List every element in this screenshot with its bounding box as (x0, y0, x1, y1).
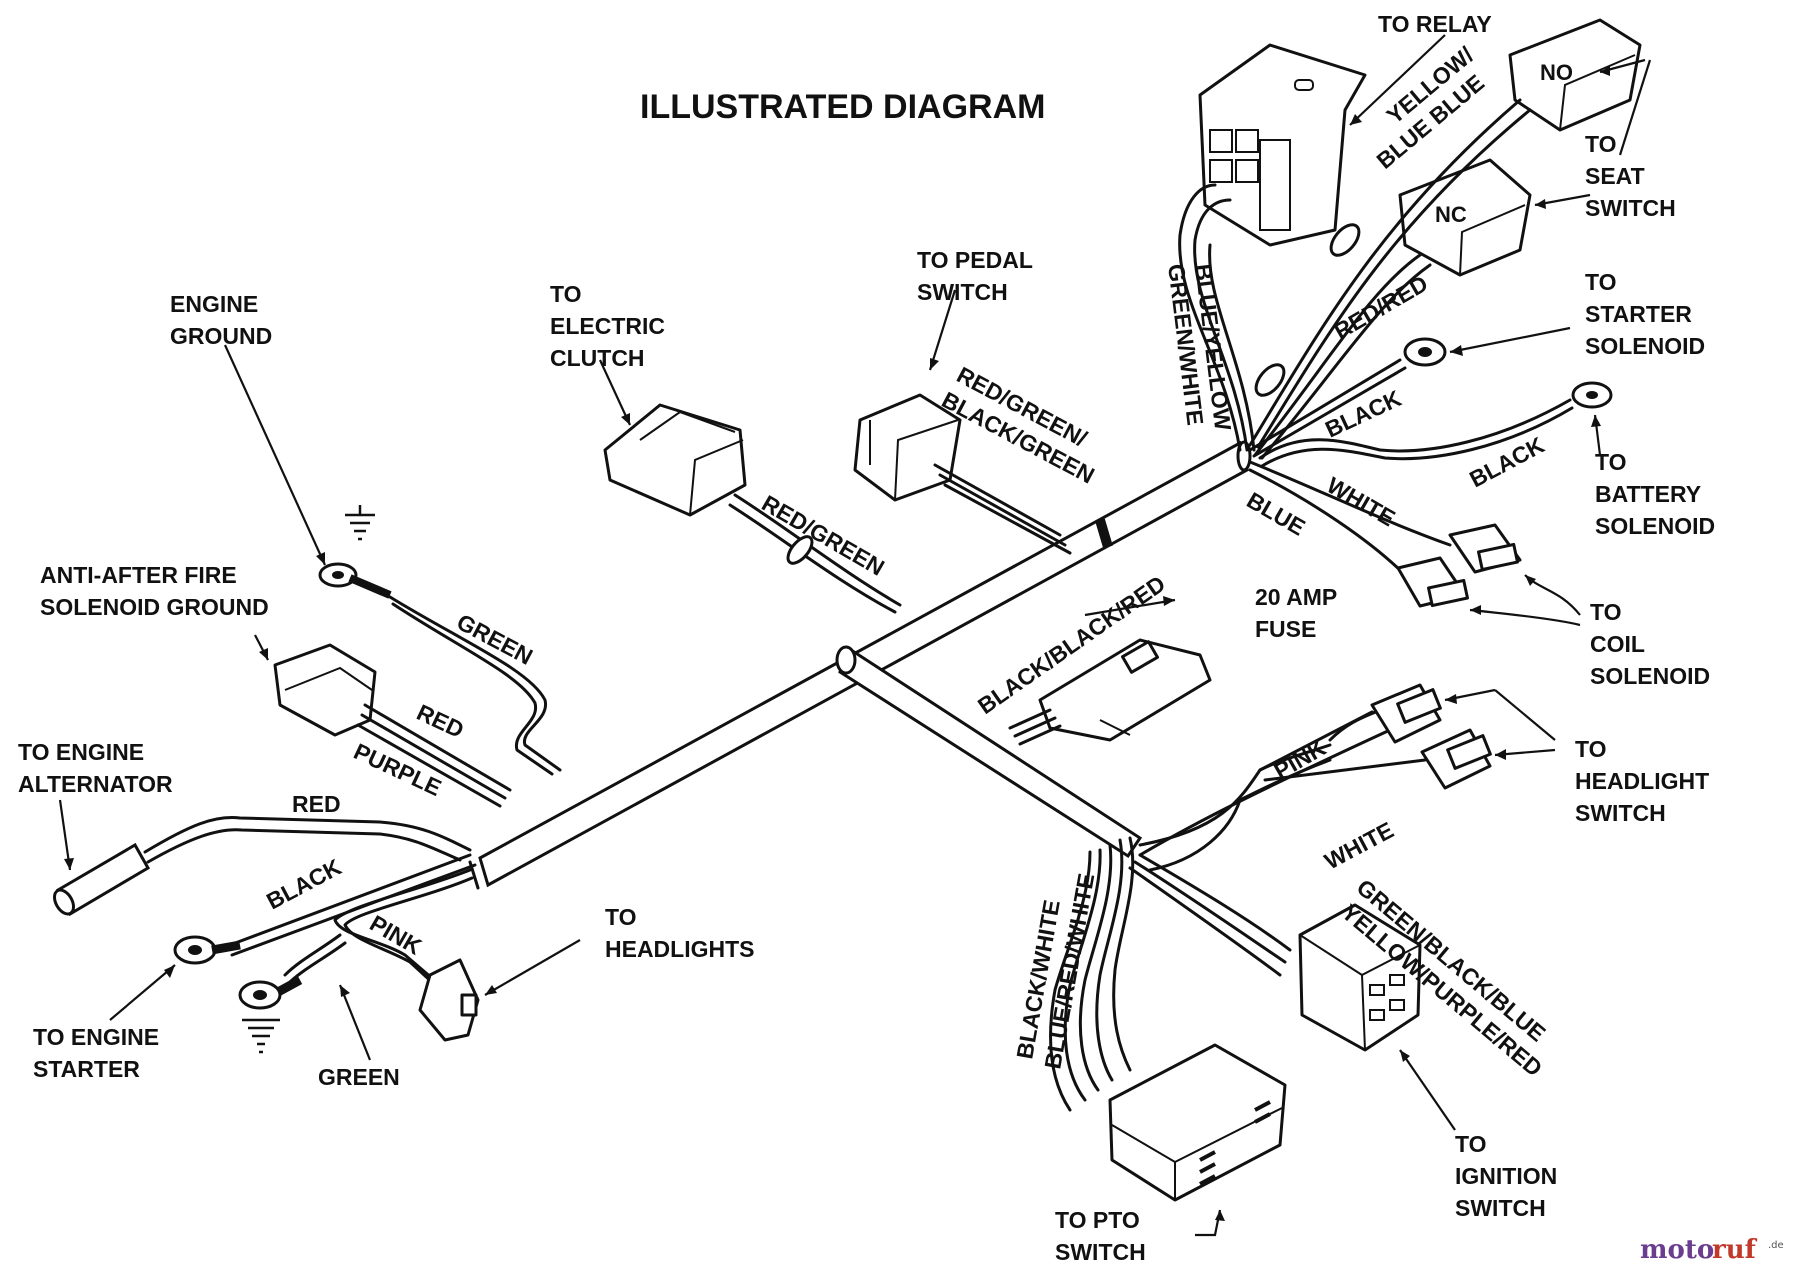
label-engine-ground-2: GROUND (170, 323, 272, 349)
label-anti-2: SOLENOID GROUND (40, 594, 269, 620)
label-to-pto-2: SWITCH (1055, 1239, 1146, 1265)
anti-after-fire-connector (273, 643, 377, 737)
label-to-clutch-2: ELECTRIC (550, 313, 665, 339)
label-fuse-1: 20 AMP (1255, 584, 1337, 610)
label-engine-ground-1: ENGINE (170, 291, 258, 317)
coil-terminal-2 (1396, 556, 1469, 608)
label-to-pedal-1: TO PEDAL (917, 247, 1033, 273)
leader-arrows (58, 34, 1652, 1237)
ground-symbol-2 (242, 1018, 280, 1054)
engine-ground-terminal (318, 562, 392, 599)
label-anti-1: ANTI-AFTER FIRE (40, 562, 237, 588)
label-to-seat-2: SEAT (1585, 163, 1645, 189)
label-to-starter-2: STARTER (1585, 301, 1692, 327)
label-to-coil-3: SOLENOID (1590, 663, 1710, 689)
headlight-switch-terminal-2 (1420, 728, 1492, 790)
label-to-ignition-2: IGNITION (1455, 1163, 1557, 1189)
label-to-headlights-1: TO (605, 904, 637, 930)
label-to-relay: TO RELAY (1378, 11, 1492, 37)
headlight-connector (418, 958, 480, 1042)
watermark-suffix: .de (1768, 1240, 1784, 1251)
ground-symbol-1 (345, 505, 375, 541)
label-to-headlights-2: HEADLIGHTS (605, 936, 755, 962)
label-to-headlight-sw-3: SWITCH (1575, 800, 1666, 826)
headlight-switch-terminal-1 (1370, 683, 1442, 744)
nc-text: NC (1435, 202, 1467, 227)
label-to-seat-3: SWITCH (1585, 195, 1676, 221)
label-to-battery-2: BATTERY (1595, 481, 1701, 507)
pto-switch-connector (1108, 1043, 1287, 1202)
label-to-alt-1: TO ENGINE (18, 739, 144, 765)
label-to-clutch-3: CLUTCH (550, 345, 645, 371)
label-to-headlight-sw-1: TO (1575, 736, 1607, 762)
label-white-2: WHITE (1320, 817, 1398, 875)
label-fuse-2: FUSE (1255, 616, 1316, 642)
main-harness (468, 440, 1252, 890)
label-red-red: RED/RED (1330, 270, 1433, 344)
label-to-ignition-3: SWITCH (1455, 1195, 1546, 1221)
electric-clutch-connector (603, 403, 747, 517)
label-to-alt-2: ALTERNATOR (18, 771, 173, 797)
label-to-coil-2: COIL (1590, 631, 1645, 657)
label-to-battery-3: SOLENOID (1595, 513, 1715, 539)
watermark-part2: ruf (1712, 1235, 1758, 1265)
label-white-1: WHITE (1323, 472, 1400, 532)
watermark: moto ruf .de (1640, 1235, 1784, 1265)
label-to-pedal-2: SWITCH (917, 279, 1008, 305)
green-ground-terminal (238, 976, 303, 1010)
label-to-starter-eng-1: TO ENGINE (33, 1024, 159, 1050)
label-to-pto-1: TO PTO (1055, 1207, 1140, 1233)
label-to-ignition-1: TO (1455, 1131, 1487, 1157)
label-pink-1: PINK (366, 910, 427, 960)
label-to-starter-eng-2: STARTER (33, 1056, 140, 1082)
label-blue: BLUE (1243, 487, 1310, 541)
coil-terminal-1 (1448, 523, 1522, 574)
alternator-connector (53, 842, 151, 917)
label-to-seat-1: TO (1585, 131, 1617, 157)
seat-switch-nc-connector: NC (1398, 158, 1532, 277)
watermark-part1: moto (1640, 1235, 1714, 1265)
label-to-starter-3: SOLENOID (1585, 333, 1705, 359)
no-text: NO (1540, 60, 1573, 85)
label-to-headlight-sw-2: HEADLIGHT (1575, 768, 1709, 794)
label-green-2: GREEN (318, 1064, 400, 1090)
seat-switch-no-connector: NO (1508, 18, 1642, 132)
label-to-clutch-1: TO (550, 281, 582, 307)
label-to-battery-1: TO (1595, 449, 1627, 475)
engine-starter-terminal (173, 935, 241, 965)
label-to-starter-1: TO (1585, 269, 1617, 295)
relay-connector (1198, 43, 1367, 247)
fuse-holder (1038, 638, 1212, 742)
label-red-2: RED (292, 791, 341, 817)
ignition-switch-connector (1298, 903, 1422, 1052)
label-to-coil-1: TO (1590, 599, 1622, 625)
diagram-title: ILLUSTRATED DIAGRAM (640, 88, 1045, 126)
